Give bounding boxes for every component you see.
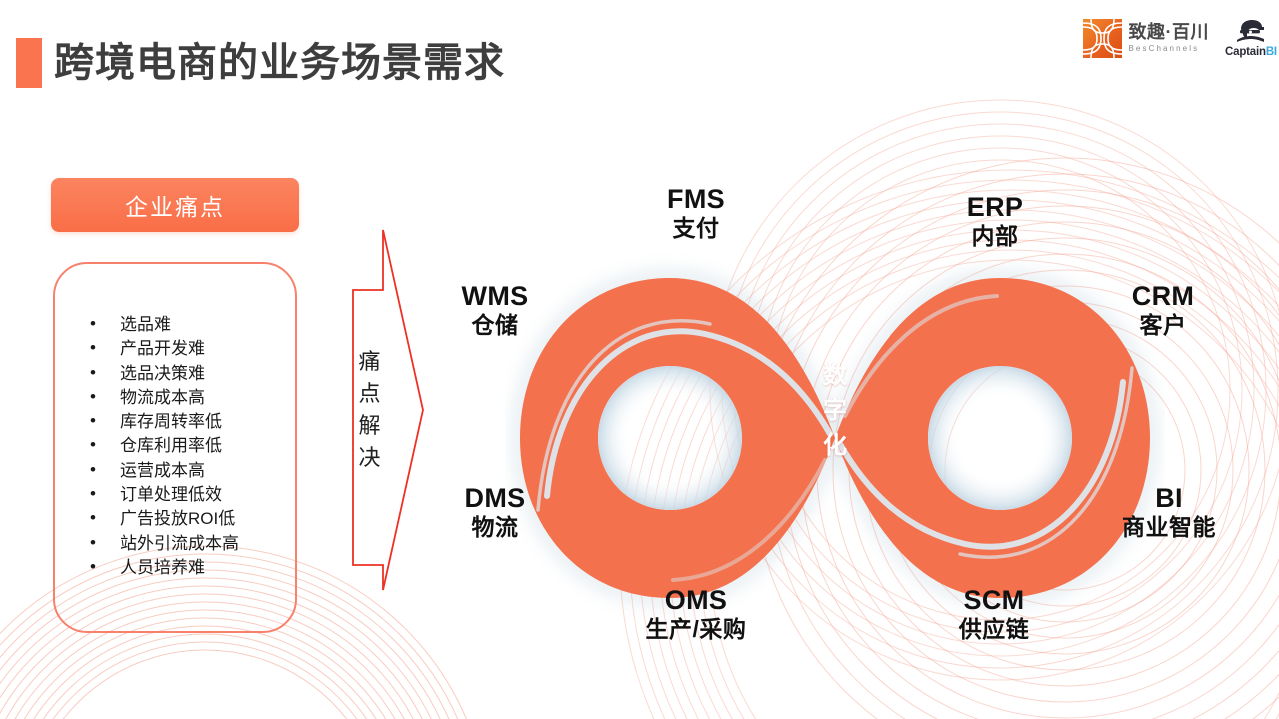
list-item: 物流成本高 (90, 385, 310, 410)
module-cn: 供应链 (958, 616, 1030, 643)
captainbi-logo: CaptainBI (1223, 18, 1279, 59)
infinity-graphic (505, 238, 1165, 638)
list-item: 产品开发难 (90, 336, 310, 361)
module-label-scm: SCM 供应链 (920, 585, 1068, 643)
list-item: 广告投放ROI低 (90, 506, 310, 531)
list-item: 运营成本高 (90, 458, 310, 483)
pain-point-heading-pill: 企业痛点 (51, 178, 299, 232)
module-label-dms: DMS 物流 (424, 483, 566, 541)
arrow-label: 痛 点 解 决 (355, 346, 385, 474)
infinity-body (520, 278, 1150, 598)
infinity-center-label: 数 字 化 (815, 358, 855, 463)
module-abbr: OMS (664, 585, 728, 615)
module-label-wms: WMS 仓储 (424, 281, 566, 339)
title-accent-bar (16, 38, 42, 88)
infinity-highlight-ribbons (536, 294, 1134, 582)
arrow-label-char: 点 (358, 381, 382, 406)
pain-solving-arrow (330, 225, 440, 595)
module-cn: 支付 (672, 215, 720, 242)
captainbi-text-blue: BI (1265, 46, 1277, 58)
beschannels-cn-label: 致趣·百川 (1128, 22, 1209, 42)
page-title: 跨境电商的业务场景需求 (54, 41, 505, 85)
module-cn: 物流 (471, 514, 519, 541)
pain-point-list: 选品难 产品开发难 选品决策难 物流成本高 库存周转率低 仓库利用率低 运营成本… (90, 312, 310, 580)
module-abbr: BI (1155, 483, 1183, 513)
module-label-fms: FMS 支付 (625, 184, 767, 242)
module-cn: 商业智能 (1122, 514, 1216, 541)
infinity-center-char: 数 (823, 362, 847, 389)
module-abbr: CRM (1131, 281, 1195, 311)
module-cn: 生产/采购 (645, 616, 747, 643)
infinity-center-char: 化 (823, 432, 847, 459)
module-abbr: ERP (966, 192, 1024, 222)
captainbi-text-dark: Captain (1225, 46, 1266, 58)
arrow-label-char: 痛 (358, 349, 382, 374)
module-abbr: FMS (667, 184, 725, 214)
beschannels-logo: 致趣·百川 BesChannels (1082, 19, 1210, 58)
module-label-oms: OMS 生产/采购 (612, 585, 780, 643)
module-abbr: SCM (963, 585, 1025, 615)
list-item: 仓库利用率低 (90, 433, 310, 458)
module-cn: 客户 (1139, 312, 1187, 339)
list-item: 站外引流成本高 (90, 531, 310, 556)
list-item: 选品决策难 (90, 361, 310, 386)
module-label-erp: ERP 内部 (926, 192, 1064, 250)
list-item: 人员培养难 (90, 555, 310, 580)
beschannels-mark-icon (1082, 19, 1122, 58)
infinity-center-char: 字 (823, 397, 847, 424)
module-label-crm: CRM 客户 (1092, 281, 1234, 339)
module-abbr: WMS (461, 281, 529, 311)
pain-point-heading-label: 企业痛点 (125, 194, 225, 220)
beschannels-en-label: BesChannels (1128, 44, 1200, 53)
infinity-hole-left-glow (598, 366, 742, 510)
list-item: 订单处理低效 (90, 482, 310, 507)
arrow-label-char: 解 (358, 413, 382, 438)
module-cn: 仓储 (471, 312, 519, 339)
infinity-hole-right-glow (928, 366, 1072, 510)
captain-hat-icon (1237, 20, 1264, 42)
list-item: 库存周转率低 (90, 409, 310, 434)
list-item: 选品难 (90, 312, 310, 337)
module-abbr: DMS (464, 483, 526, 513)
module-label-bi: BI 商业智能 (1098, 483, 1240, 541)
logo-group: 致趣·百川 BesChannels CaptainBI (1082, 18, 1279, 59)
module-cn: 内部 (971, 223, 1019, 250)
captainbi-wordmark: CaptainBI (1225, 45, 1277, 59)
arrow-label-char: 决 (358, 445, 382, 470)
